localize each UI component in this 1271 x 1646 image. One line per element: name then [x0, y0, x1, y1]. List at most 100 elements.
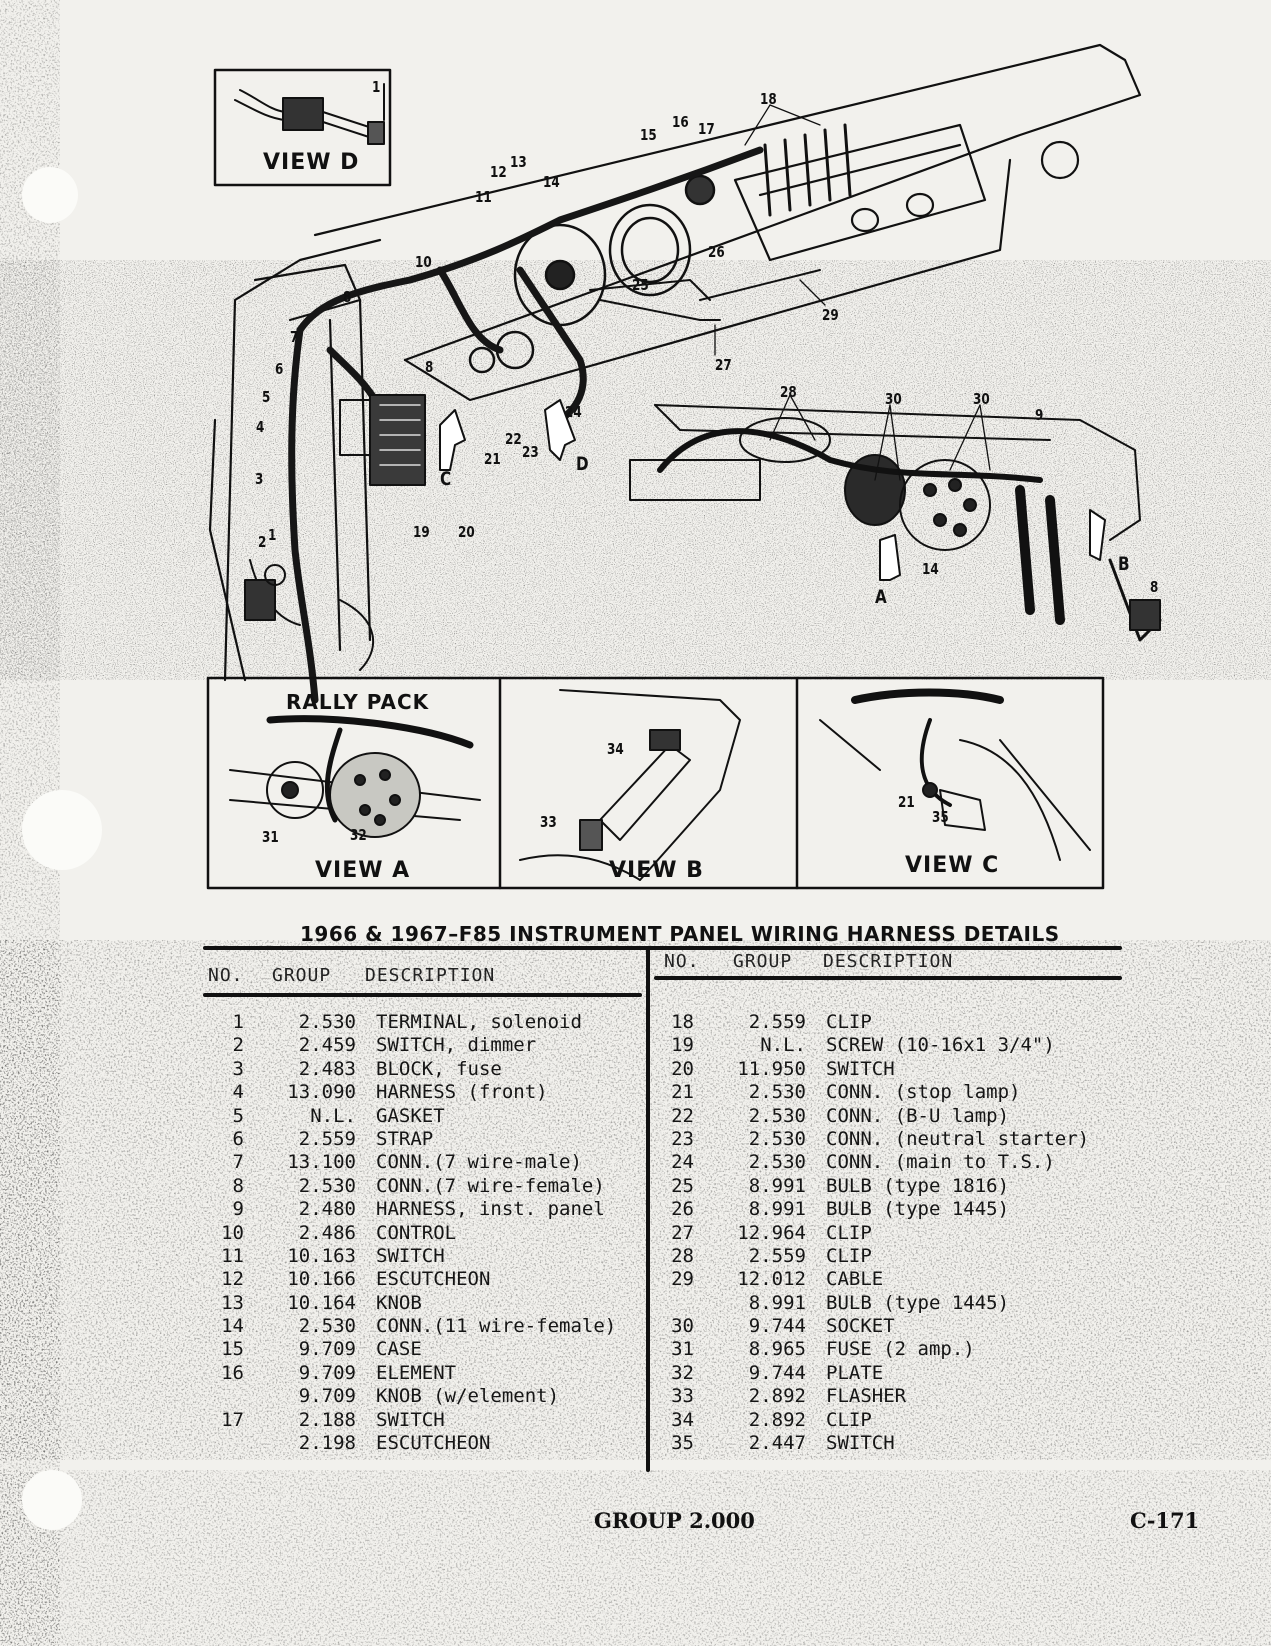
- view-c-label: VIEW C: [905, 853, 1000, 878]
- part-number: 22: [671, 1104, 694, 1127]
- callout: A: [875, 586, 887, 608]
- header-description-left: DESCRIPTION: [365, 965, 496, 986]
- callout: 32: [350, 826, 367, 844]
- part-group: 2.483: [298, 1057, 356, 1080]
- part-number: 9: [232, 1198, 244, 1221]
- part-description: SWITCH: [826, 1432, 895, 1455]
- part-description: SWITCH: [376, 1244, 445, 1267]
- view-b-art: [519, 689, 741, 881]
- part-description: CASE: [376, 1338, 422, 1361]
- view-d-frame: [213, 68, 392, 187]
- part-number: [650, 1292, 694, 1315]
- part-description: CONN. (B-U lamp): [826, 1104, 1010, 1127]
- header-description-right: DESCRIPTION: [823, 951, 954, 972]
- part-group: 10.164: [287, 1291, 356, 1314]
- part-group: 2.530: [298, 1315, 356, 1338]
- part-group: 12.012: [737, 1268, 806, 1291]
- part-description: HARNESS, inst. panel: [376, 1198, 605, 1221]
- page-number: C-171: [1130, 1508, 1200, 1533]
- part-group: 9.744: [748, 1315, 806, 1338]
- part-number: 12: [221, 1268, 244, 1291]
- header-group-right: GROUP: [733, 951, 793, 972]
- callout: 15: [640, 126, 657, 144]
- callout: 16: [672, 113, 689, 131]
- callout: 7: [290, 328, 299, 346]
- part-group: 2.459: [298, 1034, 356, 1057]
- callout: 27: [715, 356, 732, 374]
- part-description: CABLE: [826, 1268, 884, 1291]
- part-number: 26: [671, 1198, 694, 1221]
- part-group: 2.530: [298, 1011, 356, 1033]
- part-number: 21: [671, 1081, 694, 1104]
- callout: 17: [698, 120, 715, 138]
- part-number: [200, 1432, 244, 1455]
- dimmer-switch: [244, 564, 286, 621]
- part-group: 2.892: [748, 1408, 806, 1431]
- part-number: 17: [221, 1408, 244, 1431]
- part-group: 2.530: [748, 1151, 806, 1174]
- part-group: 9.709: [298, 1338, 356, 1361]
- part-number: 25: [671, 1174, 694, 1197]
- part-description: TERMINAL, solenoid: [376, 1011, 582, 1033]
- part-group: 10.166: [287, 1268, 356, 1291]
- part-description: FLASHER: [826, 1385, 907, 1408]
- part-description: CONN. (main to T.S.): [826, 1151, 1055, 1174]
- part-number: 18: [671, 1011, 694, 1033]
- callout: 8: [343, 288, 352, 306]
- part-number: 16: [221, 1361, 244, 1384]
- part-group: 2.530: [748, 1127, 806, 1150]
- part-description: SWITCH: [826, 1057, 895, 1080]
- part-group: 8.991: [748, 1291, 806, 1314]
- footer-group: GROUP 2.000: [594, 1508, 755, 1533]
- part-number: 10: [221, 1221, 244, 1244]
- callout: 21: [484, 450, 501, 468]
- part-number: 20: [671, 1057, 694, 1080]
- callout: 24: [565, 403, 582, 421]
- callout: 8: [1150, 578, 1159, 596]
- part-description: CONN.(7 wire-female): [376, 1174, 605, 1197]
- part-number: 8: [232, 1174, 244, 1197]
- part-group: 2.559: [298, 1127, 356, 1150]
- header-no-right: NO.: [664, 951, 700, 972]
- callout: 11: [475, 188, 492, 206]
- part-number: 27: [671, 1221, 694, 1244]
- callout: 25: [632, 276, 649, 294]
- callout-1-view-d: 1: [372, 78, 381, 96]
- views-frame: [206, 676, 1105, 890]
- part-description: SWITCH: [376, 1408, 445, 1431]
- part-number: 5: [232, 1104, 244, 1127]
- part-number: 29: [671, 1268, 694, 1291]
- callout: 23: [522, 443, 539, 461]
- harness: [288, 146, 764, 704]
- part-group: N.L.: [760, 1034, 806, 1057]
- part-number: 30: [671, 1315, 694, 1338]
- view-b-label: VIEW B: [609, 858, 704, 883]
- part-number: 6: [232, 1127, 244, 1150]
- part-description: CLIP: [826, 1244, 872, 1267]
- part-number: 14: [221, 1315, 244, 1338]
- part-group: 8.991: [748, 1174, 806, 1197]
- part-description: CLIP: [826, 1221, 872, 1244]
- part-number: 32: [671, 1361, 694, 1384]
- callout: 13: [510, 153, 527, 171]
- part-description: CONN.(7 wire-male): [376, 1151, 582, 1174]
- part-row: 29 12.012 CABLE: [650, 1268, 1089, 1291]
- rally-panel: [629, 404, 1162, 642]
- part-description: KNOB: [376, 1291, 422, 1314]
- callout: 10: [415, 253, 432, 271]
- part-description: GASKET: [376, 1104, 445, 1127]
- part-description: SOCKET: [826, 1315, 895, 1338]
